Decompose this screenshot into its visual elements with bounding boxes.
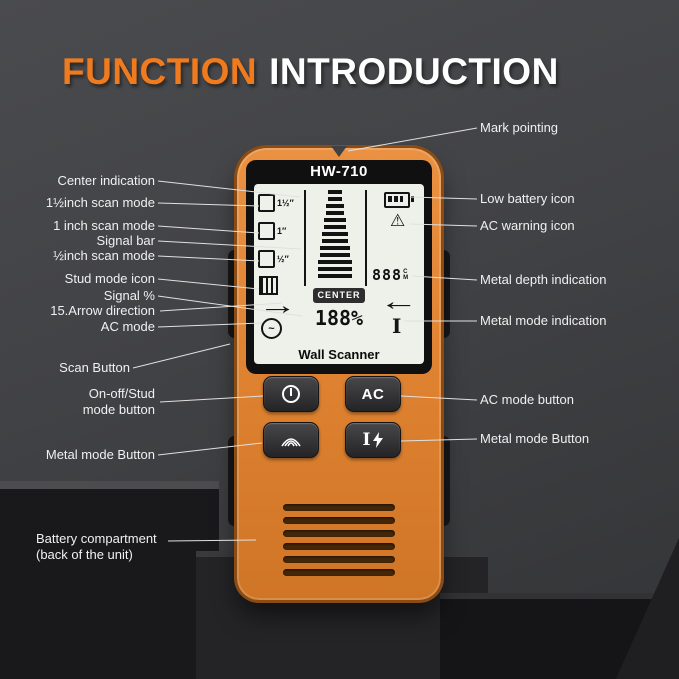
scan-mode-box-icon [258,250,275,268]
label-metal-mode-button-right: Metal mode Button [480,430,590,446]
low-battery-icon [384,192,414,208]
metal-coil-icon [281,438,301,447]
mark-pointing-notch [331,146,347,157]
title-accent: FUNCTION [62,50,258,92]
metal-depth-readout: 888 C M [372,266,408,284]
label-arrow-direction: 15.Arrow direction [50,302,155,318]
scan-mode-1half-icon: 1½″ [258,194,294,212]
metal-depth-units: C M [403,269,408,281]
metal-mode-button-left [263,422,319,458]
metal-beam-icon: I [362,429,371,450]
depth-unit-bottom: M [403,275,409,281]
label-ac-mode-button: AC mode button [480,391,574,407]
tower-right-line [365,190,367,286]
label-ac-mode: AC mode [100,318,155,334]
scan-mode-half-label: ½″ [277,254,289,264]
product-name-label: Wall Scanner [298,347,380,362]
ac-button-label: AC [361,385,385,403]
stud-mode-icon [259,276,278,295]
center-indicator: CENTER [313,288,365,303]
label-scan-button: Scan Button [59,359,130,375]
platform-left-top-face [0,481,219,491]
arrow-left-icon: ← [379,286,418,316]
arrow-right-icon: → [258,290,297,320]
label-onoff-stud-button: On-off/Stud mode button [82,385,155,417]
signal-percent-readout: 188% [314,306,364,330]
label-half-scan-mode: ½inch scan mode [53,247,155,263]
label-1half-scan-mode: 1½inch scan mode [45,194,155,210]
label-battery-compartment: Battery compartment (back of the unit) [36,531,157,563]
title-rest: INTRODUCTION [269,50,559,92]
label-low-battery-icon: Low battery icon [480,190,575,206]
grille-slot [283,543,395,550]
page-title: FUNCTION INTRODUCTION [62,51,559,93]
display-bezel: HW-710 1½″ 1″ ½″ → ~ [246,160,432,374]
speaker-grille [237,504,441,582]
lcd-screen: 1½″ 1″ ½″ → ~ [254,184,424,364]
grille-slot [283,569,395,576]
platform-right-top-face [440,593,679,601]
label-metal-mode-button-left: Metal mode Button [45,446,155,462]
grille-slot [283,517,395,524]
ac-mode-icon: ~ [261,318,282,339]
scan-mode-box-icon [258,222,275,240]
scan-mode-1inch-label: 1″ [277,226,287,236]
grille-slot [283,530,395,537]
ac-mode-button: AC [345,376,401,412]
metal-depth-value: 888 [372,266,403,284]
label-stud-mode-icon: Stud mode icon [64,270,155,286]
label-ac-warning-icon: AC warning icon [480,217,575,233]
scan-mode-box-icon [258,194,275,212]
metal-mode-indicator-icon: I [392,314,402,338]
label-center-indication: Center indication [57,172,155,188]
model-label: HW-710 [310,163,368,180]
platform-left-front [0,489,219,679]
power-icon [282,385,300,403]
wall-scanner-device: HW-710 1½″ 1″ ½″ → ~ [237,146,441,600]
leader-scan-button [132,343,231,369]
signal-bar-tower [306,190,364,281]
label-metal-depth-indication: Metal depth indication [480,271,607,287]
depth-unit-top: C [403,269,408,275]
tower-left-line [304,190,306,286]
scan-mode-1half-label: 1½″ [277,198,294,208]
grille-slot [283,504,395,511]
metal-mode-button-right: I [345,422,401,458]
label-signal-bar: Signal bar [96,232,155,248]
label-metal-mode-indication: Metal mode indication [480,312,607,328]
label-signal-percent: Signal % [103,287,155,303]
label-1inch-scan-mode: 1 inch scan mode [53,217,155,233]
ac-warning-icon: ⚠ [390,211,406,230]
scan-mode-half-icon: ½″ [258,250,289,268]
ac-wave-glyph: ~ [268,322,275,335]
lightning-bolt-icon [373,432,384,448]
label-mark-pointing: Mark pointing [480,119,559,135]
power-stud-button [263,376,319,412]
scan-mode-1inch-icon: 1″ [258,222,286,240]
grille-slot [283,556,395,563]
